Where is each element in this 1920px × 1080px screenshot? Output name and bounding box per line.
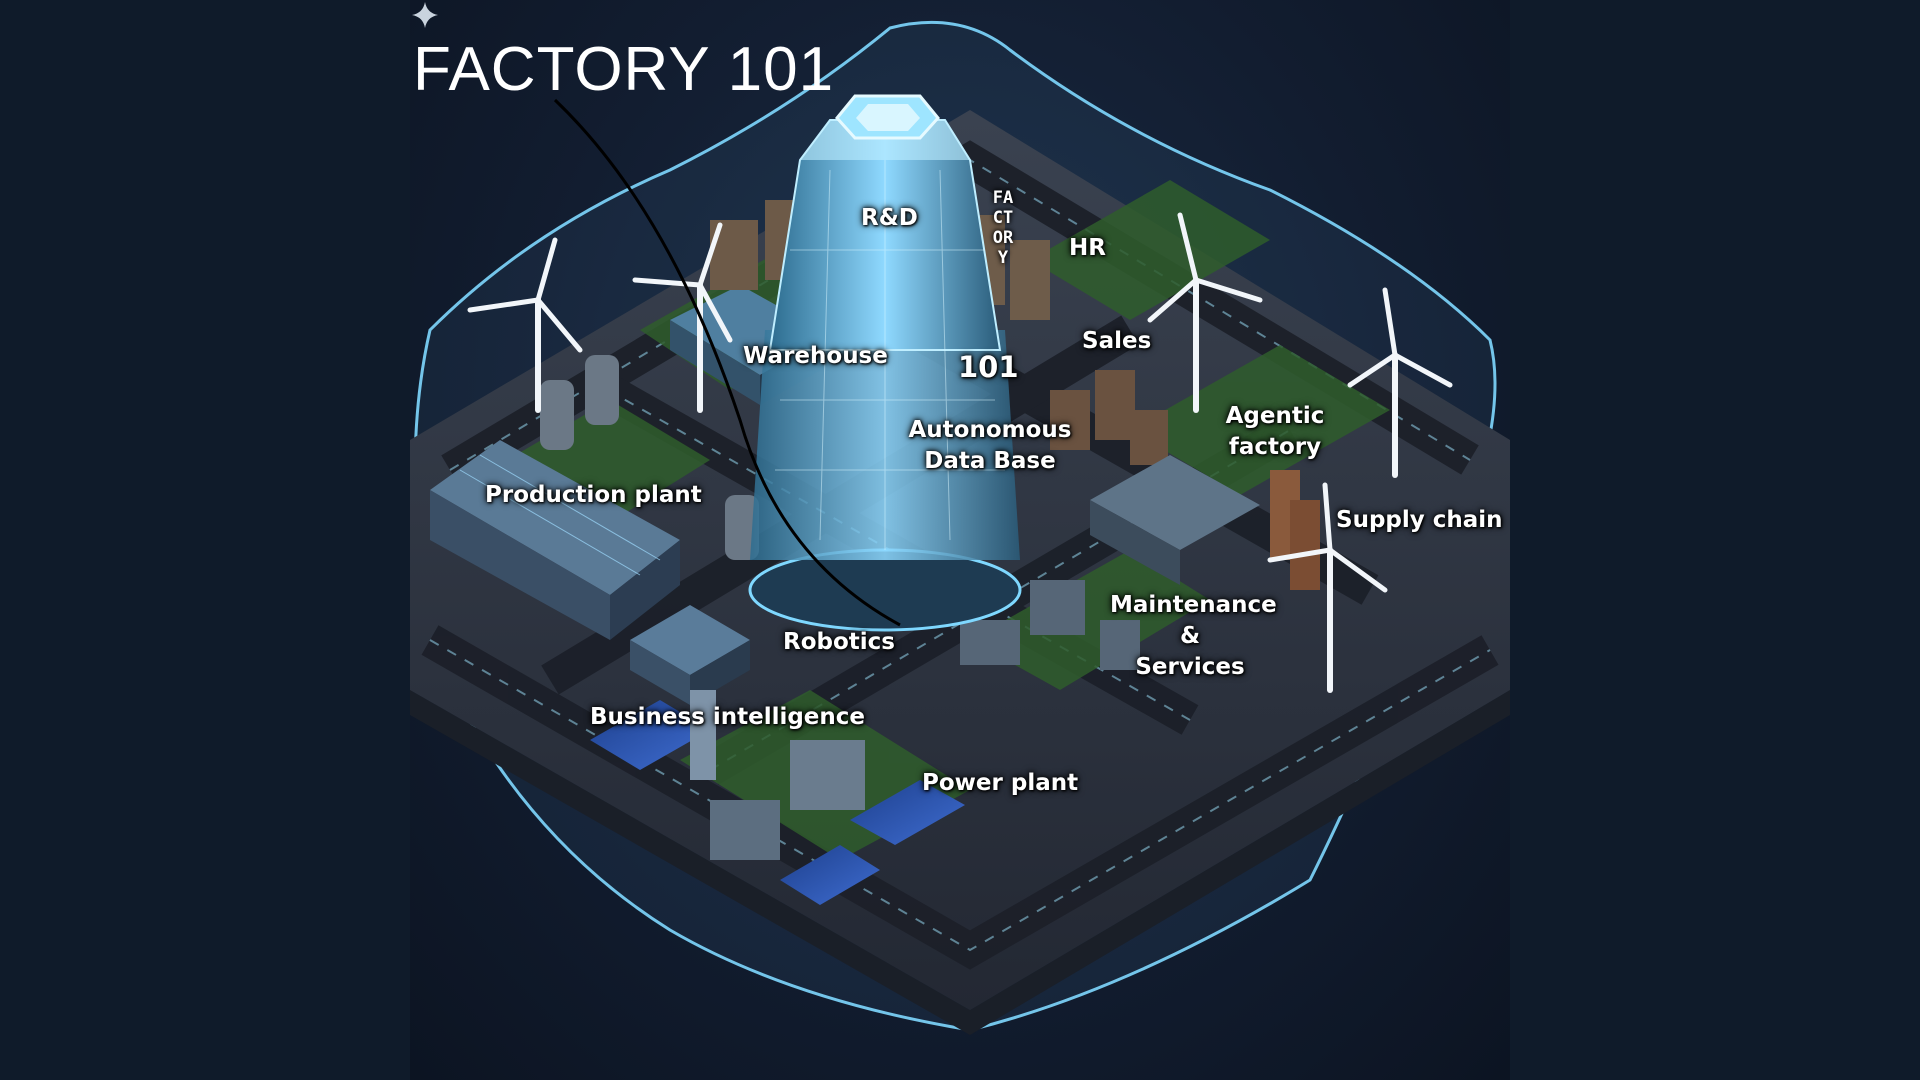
central-tower: [748, 94, 1022, 632]
label-maintenance-line2: &: [1179, 623, 1201, 649]
label-autonomous-db: Autonomous Data Base: [900, 415, 1080, 477]
label-power-plant: Power plant: [922, 770, 1079, 796]
maintenance-buildings: [960, 580, 1140, 670]
turbine: [632, 222, 733, 413]
tower-vertical-label: FACTORY: [992, 188, 1014, 268]
business-intelligence-area: [590, 690, 716, 780]
silos: [540, 355, 759, 560]
robotics-building: [630, 605, 750, 705]
label-production-plant: Production plant: [485, 482, 702, 508]
label-autonomous-db-line2: Data Base: [924, 448, 1056, 474]
label-maintenance-line1: Maintenance: [1110, 592, 1277, 618]
label-agentic-line2: factory: [1228, 434, 1322, 460]
label-autonomous-db-line1: Autonomous: [908, 417, 1072, 443]
turbine: [1147, 212, 1263, 413]
agentic-factory-buildings: [1050, 370, 1168, 465]
label-maintenance-line3: Services: [1135, 654, 1245, 680]
sparkle-icon: [412, 2, 438, 28]
label-warehouse: Warehouse: [743, 343, 888, 369]
label-rnd: R&D: [861, 205, 918, 231]
turbine: [1347, 287, 1453, 478]
wind-turbines: [467, 212, 1453, 693]
annotation-line: [553, 98, 901, 627]
label-agentic-line1: Agentic: [1225, 403, 1325, 429]
label-business-intelligence: Business intelligence: [590, 704, 866, 730]
label-supply-chain: Supply chain: [1336, 507, 1503, 533]
label-sales: Sales: [1082, 328, 1152, 354]
label-agentic-factory: Agentic factory: [1205, 401, 1345, 463]
label-hr: HR: [1069, 235, 1106, 261]
supply-chain-buildings: [1090, 455, 1320, 590]
label-robotics: Robotics: [783, 629, 895, 655]
tower-number-label: 101: [958, 350, 1019, 384]
page-title: FACTORY 101: [413, 35, 835, 104]
illustration-panel: FACTORY 101 FACTORY 101 R&D HR Warehouse…: [410, 0, 1510, 1080]
power-plant-buildings: [710, 740, 965, 905]
city-illustration: [410, 20, 1510, 1035]
production-plant-building: [430, 440, 680, 640]
label-maintenance-services: Maintenance & Services: [1110, 590, 1277, 683]
turbine: [467, 237, 583, 413]
turbine: [1267, 482, 1388, 693]
